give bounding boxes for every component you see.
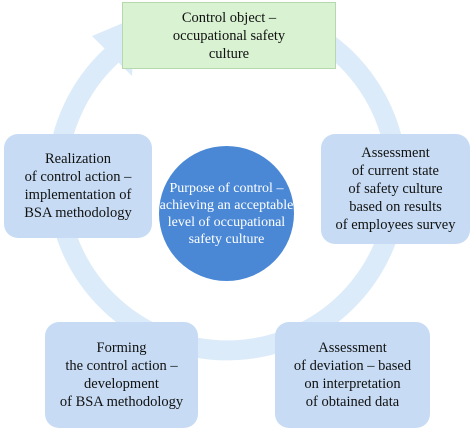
purpose-circle: Purpose of control – achieving an accept… bbox=[159, 146, 294, 281]
assessment-deviation-label: Assessment of deviation – based on inter… bbox=[293, 340, 412, 410]
realization-label: Realization of control action – implemen… bbox=[24, 151, 132, 221]
assessment-deviation-box: Assessment of deviation – based on inter… bbox=[275, 322, 430, 428]
control-object-box: Control object – occupational safety cul… bbox=[122, 2, 336, 69]
forming-box: Forming the control action – development… bbox=[45, 322, 198, 428]
purpose-label: Purpose of control – achieving an accept… bbox=[159, 180, 294, 247]
assessment-state-box: Assessment of current state of safety cu… bbox=[321, 134, 470, 244]
assessment-state-label: Assessment of current state of safety cu… bbox=[335, 145, 456, 233]
realization-box: Realization of control action – implemen… bbox=[4, 134, 152, 238]
control-object-label: Control object – occupational safety cul… bbox=[172, 9, 286, 62]
forming-label: Forming the control action – development… bbox=[59, 340, 184, 410]
